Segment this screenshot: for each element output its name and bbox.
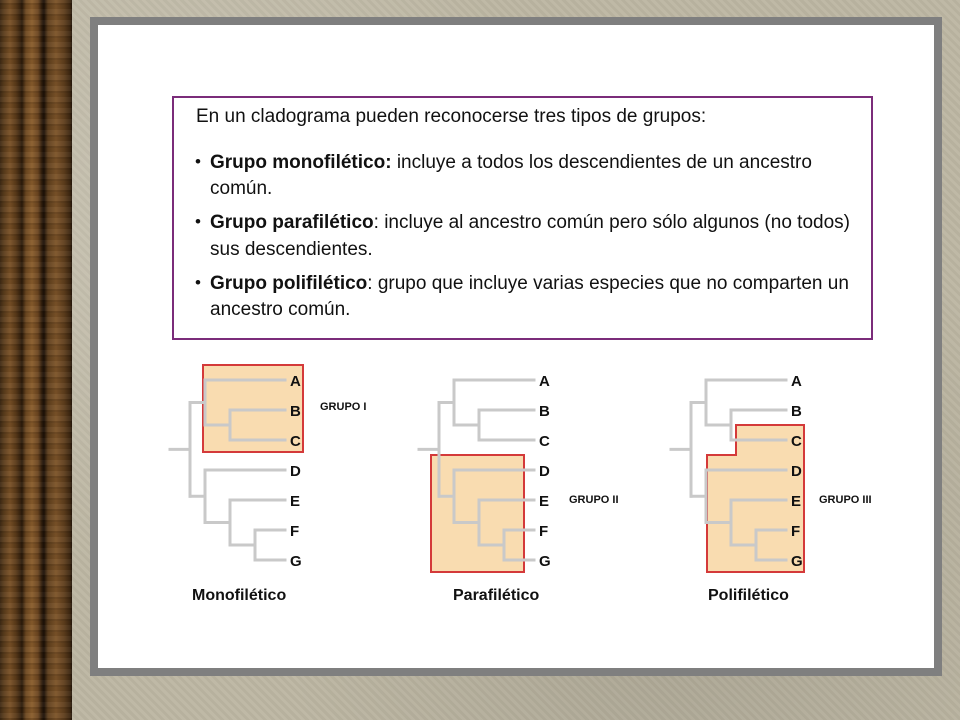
bullet-polifiletico: Grupo polifilético: grupo que incluye va… — [195, 271, 857, 323]
group-label-0: GRUPO I — [320, 401, 366, 413]
group-label-1: GRUPO II — [569, 494, 619, 506]
taxon-label-C: C — [539, 433, 550, 450]
wood-strip — [0, 0, 72, 720]
bullet-term: Grupo monofilético: — [210, 152, 392, 173]
taxon-label-F: F — [539, 523, 548, 540]
caption-parafiletico: Parafilético — [453, 587, 540, 604]
taxon-label-C: C — [791, 433, 802, 450]
taxon-label-B: B — [539, 403, 550, 420]
taxon-label-E: E — [290, 493, 300, 510]
caption-monofiletico: Monofilético — [192, 587, 287, 604]
group-label-2: GRUPO III — [819, 494, 872, 506]
taxon-label-E: E — [791, 493, 801, 510]
taxon-label-D: D — [539, 463, 550, 480]
taxon-label-B: B — [791, 403, 802, 420]
taxon-label-B: B — [290, 403, 301, 420]
definition-box: En un cladograma pueden reconocerse tres… — [172, 96, 873, 340]
intro-text: En un cladograma pueden reconocerse tres… — [196, 106, 707, 127]
taxon-label-E: E — [539, 493, 549, 510]
bullet-term: Grupo parafilético — [210, 212, 374, 234]
bullet-monofiletico: Grupo monofilético: incluye a todos los … — [195, 150, 857, 202]
taxon-label-G: G — [539, 553, 551, 570]
bullet-text: : grupo que incluye varias especies que … — [210, 272, 849, 321]
taxon-label-C: C — [290, 433, 301, 450]
slide-frame: En un cladograma pueden reconocerse tres… — [90, 17, 942, 676]
taxon-label-A: A — [539, 373, 550, 390]
bullet-term: Grupo polifilético — [210, 272, 368, 294]
bullet-text: incluye a todos los descendientes de un … — [210, 152, 812, 200]
caption-polifiletico: Polifilético — [708, 587, 789, 604]
taxon-label-D: D — [290, 463, 301, 480]
bullet-parafiletico: Grupo parafilético: incluye al ancestro … — [195, 210, 857, 262]
group-definitions: Grupo monofilético: incluye a todos los … — [195, 150, 857, 323]
slide: En un cladograma pueden reconocerse tres… — [98, 25, 934, 668]
bullet-text: : incluye al ancestro común pero sólo al… — [210, 212, 850, 260]
taxon-label-G: G — [791, 553, 803, 570]
taxon-label-G: G — [290, 553, 302, 570]
taxon-label-A: A — [791, 373, 802, 390]
taxon-label-A: A — [290, 373, 301, 390]
taxon-label-F: F — [791, 523, 800, 540]
taxon-label-F: F — [290, 523, 299, 540]
taxon-label-D: D — [791, 463, 802, 480]
